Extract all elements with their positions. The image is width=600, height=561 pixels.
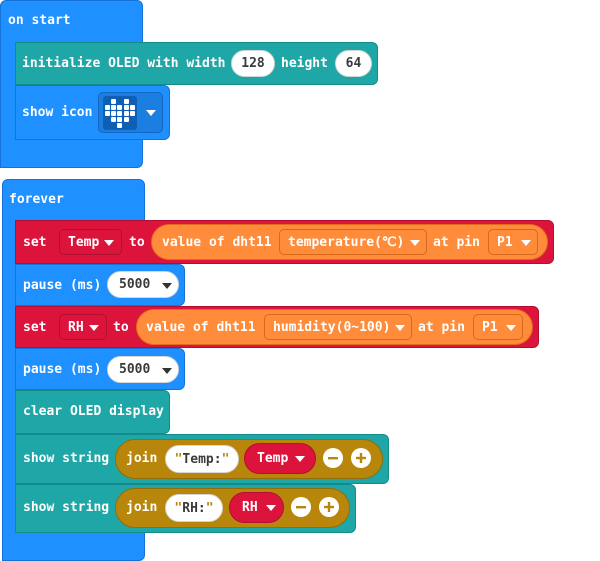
set-temp-to-label: to: [129, 235, 145, 250]
set-rh-set-label: set: [23, 320, 47, 335]
join-label-2: join: [126, 500, 158, 515]
show-string-label-2: show string: [23, 500, 110, 515]
rh-var-name: RH: [68, 319, 84, 335]
show-string-label-1: show string: [23, 451, 110, 466]
quote-open: ": [174, 451, 183, 467]
rh-pin-value: P1: [482, 319, 498, 335]
minus-icon: [328, 457, 338, 460]
plus-icon: [356, 453, 366, 463]
chevron-down-icon: [266, 505, 276, 511]
oled-height-label: height: [281, 56, 328, 71]
quote-close: ": [221, 451, 230, 467]
text-rh-value: RH:: [182, 500, 206, 516]
text-input-rh[interactable]: "RH:": [165, 494, 223, 522]
add-input-button[interactable]: [319, 497, 339, 517]
chevron-down-icon: [410, 240, 420, 246]
temperature-option: temperature(℃): [288, 234, 405, 250]
pause-value-2[interactable]: 5000: [107, 356, 179, 383]
humidity-dropdown[interactable]: humidity(0~100): [264, 314, 412, 340]
remove-input-button[interactable]: [291, 497, 311, 517]
temp-var-reporter[interactable]: Temp: [244, 443, 316, 474]
set-rh-to-label: to: [113, 320, 129, 335]
set-temp-set-label: set: [23, 235, 47, 250]
clear-oled-block[interactable]: [15, 390, 170, 434]
pause-value-1[interactable]: 5000: [107, 271, 179, 298]
dht11-temp-label: value of dht11: [162, 235, 272, 250]
chevron-down-icon: [506, 325, 516, 331]
temperature-dropdown[interactable]: temperature(℃): [279, 229, 427, 255]
temp-var-dropdown[interactable]: Temp: [59, 229, 122, 255]
chevron-down-icon: [162, 368, 172, 374]
text-temp-value: Temp:: [182, 451, 222, 467]
icon-dropdown[interactable]: [98, 92, 163, 133]
init-oled-block[interactable]: [15, 42, 378, 85]
chevron-down-icon: [104, 240, 114, 246]
chevron-down-icon: [521, 240, 531, 246]
chevron-down-icon: [89, 325, 99, 331]
rh-var-reporter-name: RH: [242, 500, 258, 515]
temp-pin-label: at pin: [433, 235, 480, 250]
heart-icon: [103, 96, 137, 130]
join-label-1: join: [126, 451, 158, 466]
init-oled-label: initialize OLED with width: [22, 56, 226, 71]
pause-value-text-1: 5000: [119, 277, 151, 292]
text-input-temp[interactable]: "Temp:": [165, 445, 239, 473]
pause-value-text-2: 5000: [119, 362, 151, 377]
oled-width-input[interactable]: 128: [231, 50, 275, 77]
chevron-down-icon: [295, 456, 305, 462]
chevron-down-icon: [162, 283, 172, 289]
rh-var-dropdown[interactable]: RH: [59, 314, 107, 340]
chevron-down-icon: [146, 110, 156, 116]
temp-var-reporter-name: Temp: [257, 451, 289, 466]
show-icon-label: show icon: [22, 105, 93, 120]
dht11-rh-label: value of dht11: [146, 320, 256, 335]
add-input-button[interactable]: [351, 448, 371, 468]
rh-pin-label: at pin: [418, 320, 465, 335]
on-start-label: on start: [8, 13, 71, 28]
pause-label-1: pause (ms): [23, 278, 102, 293]
rh-pin-dropdown[interactable]: P1: [473, 314, 523, 340]
plus-icon: [324, 502, 334, 512]
temp-var-name: Temp: [68, 234, 100, 250]
minus-icon: [296, 506, 306, 509]
remove-input-button[interactable]: [323, 448, 343, 468]
temp-pin-dropdown[interactable]: P1: [488, 229, 538, 255]
humidity-option: humidity(0~100): [273, 319, 391, 335]
clear-oled-label: clear OLED display: [23, 404, 164, 419]
forever-label: forever: [9, 192, 64, 207]
quote-close: ": [205, 500, 214, 516]
quote-open: ": [174, 500, 183, 516]
oled-height-input[interactable]: 64: [335, 50, 372, 77]
chevron-down-icon: [395, 325, 405, 331]
pause-label-2: pause (ms): [23, 362, 102, 377]
rh-var-reporter[interactable]: RH: [229, 492, 284, 523]
temp-pin-value: P1: [497, 234, 513, 250]
